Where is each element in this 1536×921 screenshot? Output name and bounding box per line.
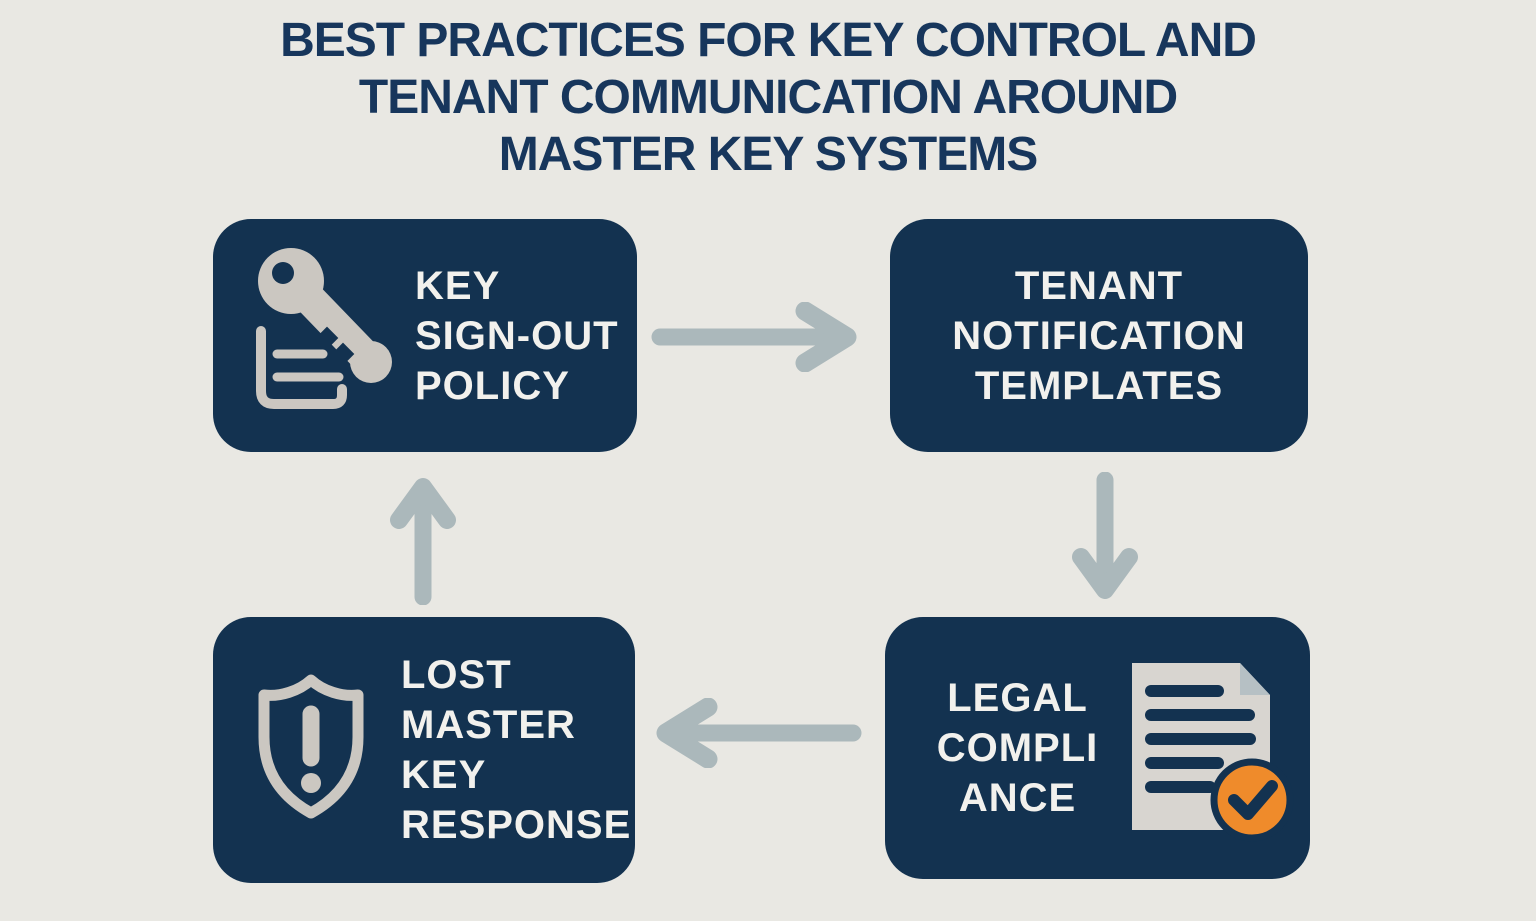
box-lost-master-key-response: LOST MASTER KEY RESPONSE <box>213 617 635 883</box>
box-legal-compliance: LEGAL COMPLI ANCE <box>885 617 1310 879</box>
flow-arrow-up-icon <box>390 478 456 605</box>
flow-arrow-left-icon <box>656 698 862 768</box>
box-tenant-notification-templates: TENANT NOTIFICATION TEMPLATES <box>890 219 1308 452</box>
box-key-sign-out-policy: KEY SIGN-OUT POLICY <box>213 219 637 452</box>
document-check-icon <box>1132 663 1294 842</box>
box-label: KEY SIGN-OUT POLICY <box>415 263 619 408</box>
page-title-line: TENANT COMMUNICATION AROUND <box>358 71 1178 124</box>
page-title-line: MASTER KEY SYSTEMS <box>498 128 1039 181</box>
shield-alert-icon <box>258 674 364 819</box>
page-title: BEST PRACTICES FOR KEY CONTROL AND TENAN… <box>0 12 1536 183</box>
flow-arrow-down-icon <box>1072 472 1138 599</box>
box-label: LOST MASTER KEY RESPONSE <box>401 653 632 847</box>
key-document-icon <box>256 247 392 409</box>
box-label: TENANT NOTIFICATION TEMPLATES <box>952 263 1246 408</box>
flow-arrow-right-icon <box>651 302 857 372</box>
page-title-line: BEST PRACTICES FOR KEY CONTROL AND <box>280 14 1257 67</box>
box-label: LEGAL COMPLI ANCE <box>936 676 1099 820</box>
